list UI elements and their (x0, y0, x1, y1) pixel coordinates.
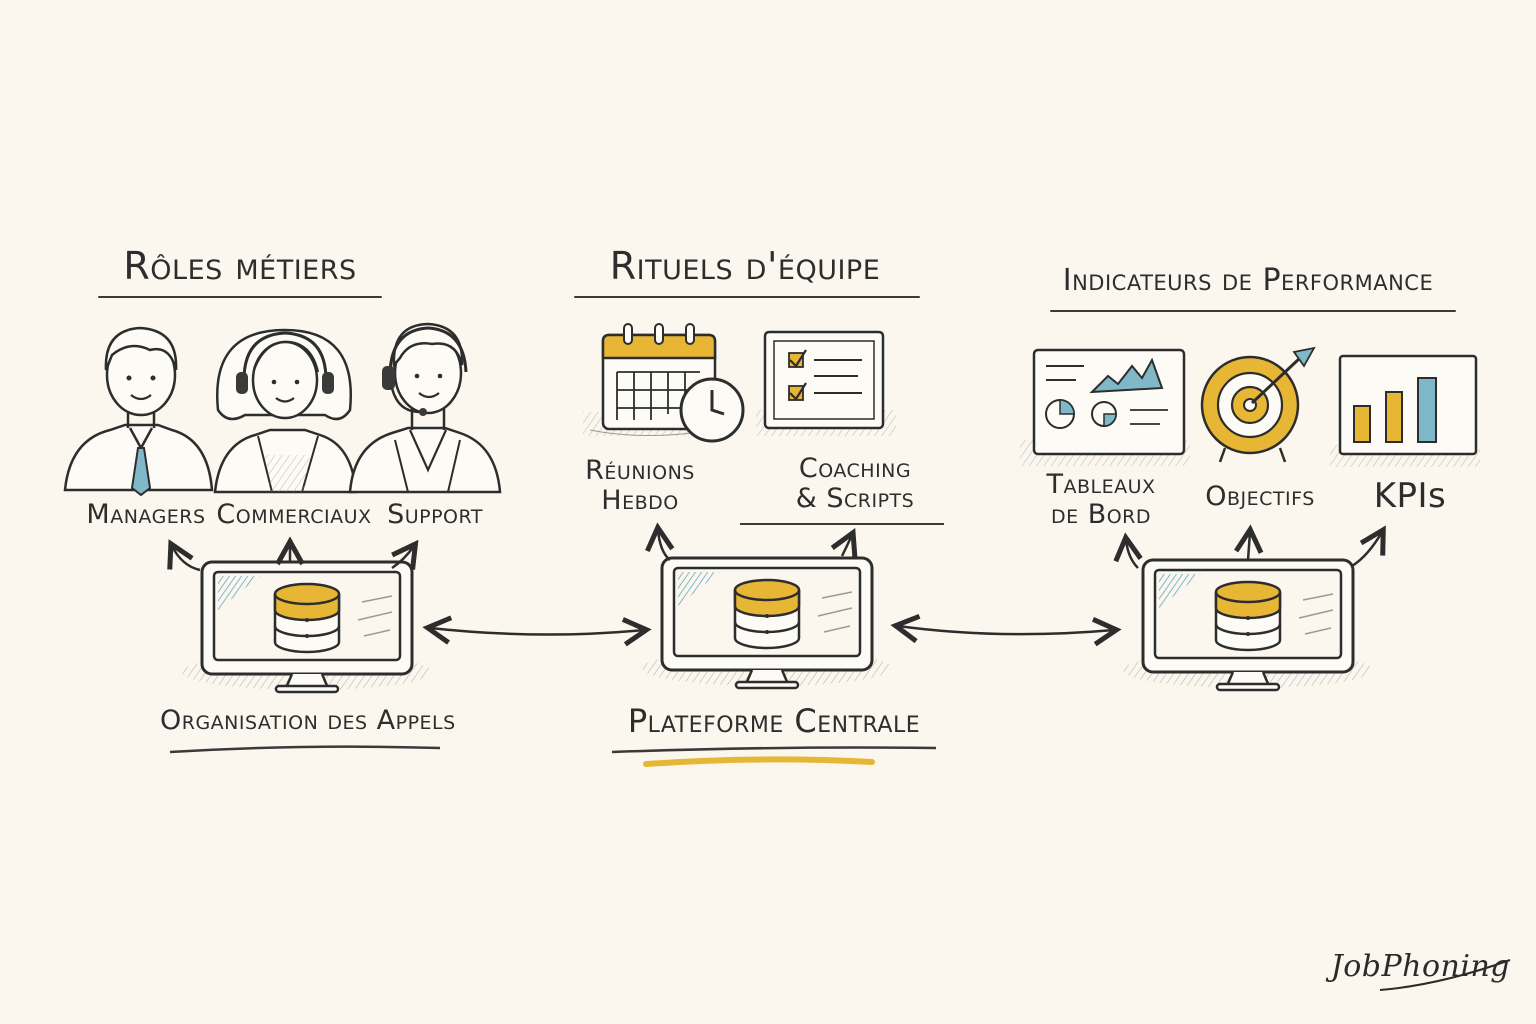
kpis-title-underline (1050, 310, 1456, 312)
checklist-icon (756, 330, 896, 436)
kpis-title: Indicateurs de Performance (1062, 263, 1434, 298)
kpi-label-tableaux-line1: Tableaux (1046, 469, 1156, 500)
center-caption: Plateforme Centrale (627, 702, 921, 740)
monitor-database-icon-center (640, 556, 894, 690)
roles-caption: Organisation des Appels (160, 705, 456, 736)
role-label-support: Support (387, 499, 483, 530)
manager-person-icon (63, 326, 214, 497)
roles-title-underline (98, 296, 382, 298)
bar-chart-icon (1330, 354, 1480, 467)
rituals-title: Rituels d'équipe (609, 244, 881, 288)
connector-center-right (898, 626, 1114, 634)
up-arrows (172, 530, 1382, 572)
ritual-label-reunions: Réunions Hebdo (560, 456, 720, 515)
ritual-label-coaching: Coaching & Scripts (770, 454, 940, 513)
center-caption-underline (611, 746, 937, 754)
dashboard-icon (1020, 348, 1190, 466)
brand-signature: JobPhoning (1330, 949, 1510, 984)
kpi-label-kpis: KPIs (1373, 476, 1447, 516)
ritual-label-reunions-line2: Hebdo (601, 484, 679, 516)
ritual-label-coaching-line1: Coaching (798, 453, 912, 484)
roles-caption-underline (169, 745, 441, 754)
clock-icon (679, 377, 745, 443)
center-caption-highlight (643, 756, 875, 767)
brand-swash (1379, 959, 1511, 991)
monitor-database-icon-left (180, 560, 434, 694)
connector-left-center (430, 628, 644, 635)
role-label-managers: Managers (86, 499, 206, 530)
ritual-label-reunions-line1: Réunions (585, 455, 695, 486)
role-label-commerciaux: Commerciaux (216, 499, 372, 530)
ritual-label-coaching-line2: & Scripts (795, 482, 915, 514)
kpi-label-objectifs: Objectifs (1205, 481, 1315, 512)
support-person-headset-icon (348, 322, 502, 494)
target-icon (1200, 346, 1316, 463)
sales-person-headset-icon (213, 328, 358, 494)
roles-title: Rôles métiers (123, 244, 357, 288)
kpi-label-tableaux-line2: de Bord (1050, 498, 1152, 530)
kpi-label-tableaux: Tableaux de Bord (1026, 470, 1176, 529)
monitor-database-icon-right (1121, 558, 1375, 692)
rituals-title-underline (574, 296, 920, 298)
